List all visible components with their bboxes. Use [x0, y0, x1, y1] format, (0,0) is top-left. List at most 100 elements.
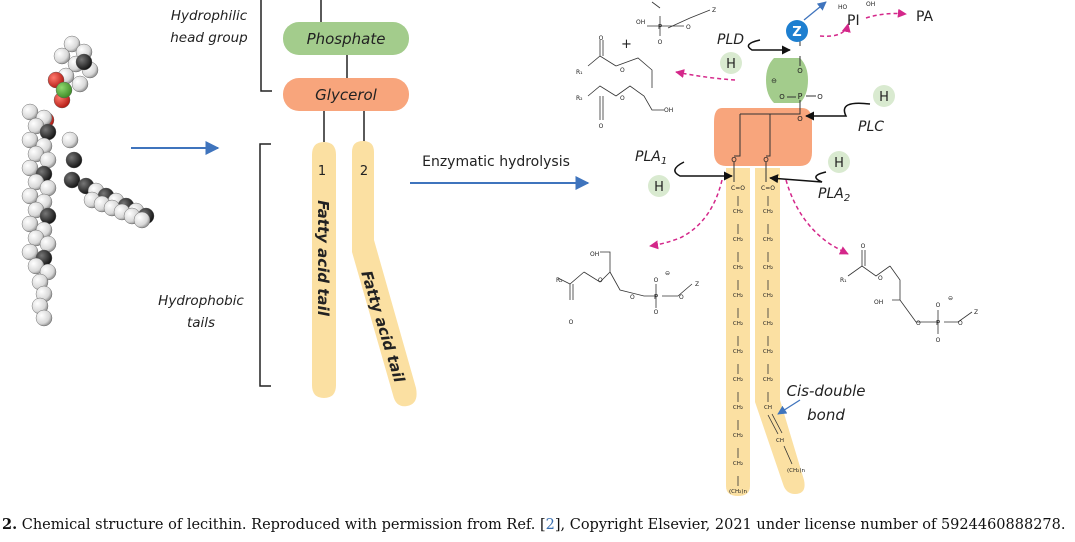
- hydrophilic-label-line2: head group: [170, 30, 248, 46]
- pll-o4: O: [654, 277, 659, 284]
- pll-p: P: [654, 293, 658, 301]
- pla2-h-circle: [828, 151, 850, 173]
- plr-o5: O: [936, 337, 941, 344]
- hydrophilic-label-line1: Hydrophilic: [171, 8, 248, 24]
- hydrophobic-label-line1: Hydrophobic: [158, 293, 244, 309]
- chain-group-label: CH₂: [763, 293, 773, 299]
- ptl-z: Z: [712, 7, 716, 14]
- pi-label: PI: [847, 13, 860, 29]
- hydrophobic-label-line2: tails: [187, 315, 215, 331]
- product-lower-right: [847, 250, 973, 334]
- pla2-h-label: H: [834, 156, 844, 171]
- plc-product-arrow: [675, 69, 736, 81]
- pll-o6: O: [679, 294, 684, 301]
- fatty-acid-tail-1-label: Fatty acid tail: [314, 200, 332, 317]
- pld-h-circle: [720, 52, 742, 74]
- z-to-pi-arrow: [803, 1, 827, 21]
- ptl-p: P: [658, 23, 662, 31]
- pll-o5: O: [654, 309, 659, 316]
- pll-oh: OH: [590, 251, 599, 258]
- caption-reference-link[interactable]: 2: [545, 517, 555, 533]
- molecule-atom: [61, 131, 79, 149]
- chain-bond: [767, 414, 779, 435]
- detail-phosphate-block: [766, 58, 808, 103]
- figure-caption: 2. Chemical structure of lecithin. Repro…: [2, 516, 1072, 533]
- molecule-atom: [133, 211, 151, 229]
- chain-group-label: CH₂: [733, 237, 743, 243]
- molecule-atom: [63, 171, 81, 189]
- ptl-r2: R₂: [576, 95, 583, 102]
- pla1-h-circle: [648, 175, 670, 197]
- pla1-h-label: H: [654, 180, 664, 195]
- lecithin-diagram: Hydrophilic head group Phosphate Glycero…: [21, 0, 978, 496]
- phosphate-label: Phosphate: [307, 30, 386, 48]
- chain-group-label: CH₂: [733, 377, 743, 383]
- chain-group-label: CH: [776, 438, 784, 444]
- plr-p: P: [936, 319, 940, 327]
- ptl-o3: O: [599, 35, 604, 42]
- pla2-product-arrow: [785, 179, 849, 255]
- fatty-acid-tail-1: [312, 142, 336, 398]
- pll-o1: O: [569, 319, 574, 326]
- plr-o6: O: [958, 320, 963, 327]
- z-substituent-circle: [786, 20, 808, 42]
- ptl-plus: +: [621, 37, 632, 52]
- chain-group-label: (CH₂)n: [787, 468, 805, 474]
- molecule-atom: [71, 75, 89, 93]
- ptl-o2: O: [658, 39, 663, 46]
- molecule-atom: [21, 187, 39, 205]
- tail1-carbonyl: C=O: [731, 185, 745, 192]
- plr-r1: R₁: [840, 277, 847, 284]
- detail-ester-o-2: O: [763, 156, 769, 164]
- molecule-atom: [53, 47, 71, 65]
- chain-group-label: CH₂: [733, 433, 743, 439]
- detail-ester-o-1: O: [731, 156, 737, 164]
- pll-o2: O: [598, 277, 603, 284]
- chain-group-label: CH₂: [733, 405, 743, 411]
- pld-h-label: H: [726, 57, 736, 72]
- detail-phosphate-theta: ⊖: [771, 77, 777, 85]
- molecule-atom: [21, 243, 39, 261]
- plr-z: Z: [974, 309, 978, 316]
- chain-group-label: CH₂: [763, 377, 773, 383]
- cis-double-bond-line1: Cis-double: [787, 382, 866, 400]
- detail-phosphate-o-top: O: [797, 67, 803, 75]
- pla2-label: PLA2: [818, 186, 850, 204]
- product-top-left: [587, 1, 711, 120]
- chain-group-label: CH₂: [733, 349, 743, 355]
- detail-phosphate-o-right: O: [817, 93, 823, 101]
- detail-phosphate-p: P: [798, 92, 803, 101]
- pld-product-arrow: [819, 23, 851, 37]
- pla1-label: PLA1: [635, 149, 667, 167]
- molecule-atom: [21, 159, 39, 177]
- ptl-o5: O: [620, 67, 625, 74]
- tail-1-number: 1: [318, 164, 326, 179]
- glycerol-label: Glycerol: [315, 86, 377, 104]
- chain-group-label: CH₂: [733, 265, 743, 271]
- detail-tail-2: [755, 168, 805, 494]
- molecule-atom: [55, 81, 73, 99]
- plr-theta: ⊖: [948, 295, 953, 302]
- ptl-o1: O: [686, 24, 691, 31]
- figure-number: 2.: [2, 516, 18, 533]
- molecule-atom: [65, 151, 83, 169]
- plc-h-circle: [873, 85, 895, 107]
- chain-group-label: CH: [764, 405, 772, 411]
- ptl-r1: R₁: [576, 69, 583, 76]
- molecule-atom: [21, 215, 39, 233]
- product-lower-left: [557, 251, 693, 308]
- cis-double-bond-arrow: [777, 399, 801, 415]
- detail-phosphate-o-left: O: [779, 93, 785, 101]
- molecule-atom: [39, 179, 57, 197]
- space-filling-molecule-model: [21, 35, 155, 327]
- molecule-atom: [39, 235, 57, 253]
- detail-glycerol-block: [714, 108, 812, 166]
- molecule-atom: [21, 131, 39, 149]
- caption-text-1: Chemical structure of lecithin. Reproduc…: [21, 517, 546, 533]
- plc-h-label: H: [879, 90, 889, 105]
- molecule-atom: [39, 207, 57, 225]
- molecule-atom: [35, 309, 53, 327]
- tail2-carbonyl: C=O: [761, 185, 775, 192]
